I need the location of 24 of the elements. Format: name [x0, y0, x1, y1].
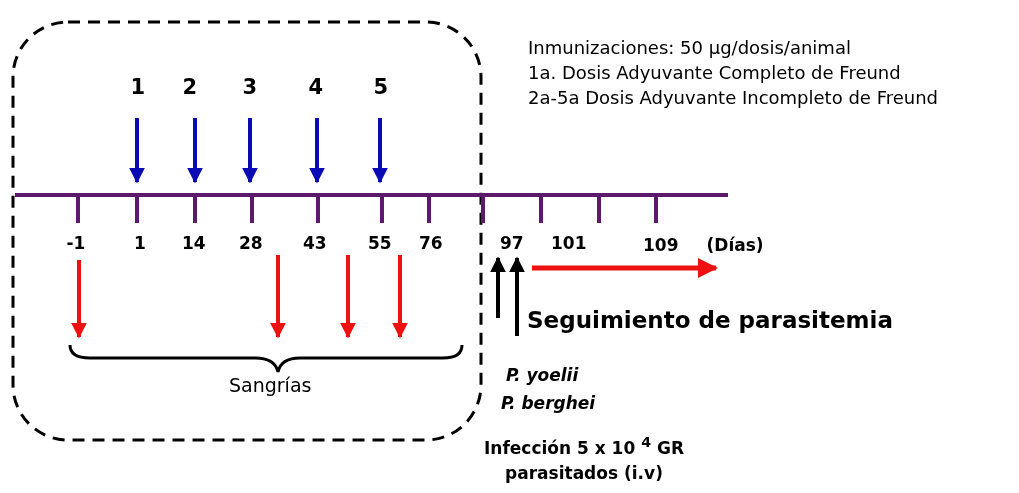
tick-label: 43: [303, 232, 327, 253]
dose-number: 2: [182, 75, 198, 100]
species-label: P. yoelii: [506, 364, 579, 385]
dose-number: 3: [242, 75, 258, 100]
tick-label: -1: [66, 232, 86, 253]
tick-label: 14: [182, 232, 206, 253]
annotation-text: Seguimiento de parasitemia: [527, 307, 893, 334]
note-text: 2a-5a Dosis Adyuvante Incompleto de Freund: [528, 87, 938, 109]
tick-label: 97: [500, 232, 524, 253]
note-text: Inmunizaciones: 50 μg/dosis/animal: [528, 37, 851, 59]
dose-number: 1: [130, 75, 146, 100]
tick-label: 28: [239, 232, 263, 253]
note-text: 1a. Dosis Adyuvante Completo de Freund: [528, 62, 901, 84]
dose-number: 5: [373, 75, 389, 100]
tick-label: 76: [419, 232, 443, 253]
axis-unit-label: (Días): [706, 234, 764, 255]
dose-number: 4: [308, 75, 324, 100]
caption-text: Infección 5 x 10 $^{4}$ GR parasitados (i.v): [482, 432, 686, 486]
tick-label: 55: [368, 232, 392, 253]
species-label: P. berghei: [501, 392, 596, 413]
tick-label: 101: [551, 232, 587, 253]
tick-label: 1: [134, 232, 146, 253]
tick-label: 109: [643, 234, 679, 255]
bracket-label: Sangrías: [229, 373, 312, 396]
